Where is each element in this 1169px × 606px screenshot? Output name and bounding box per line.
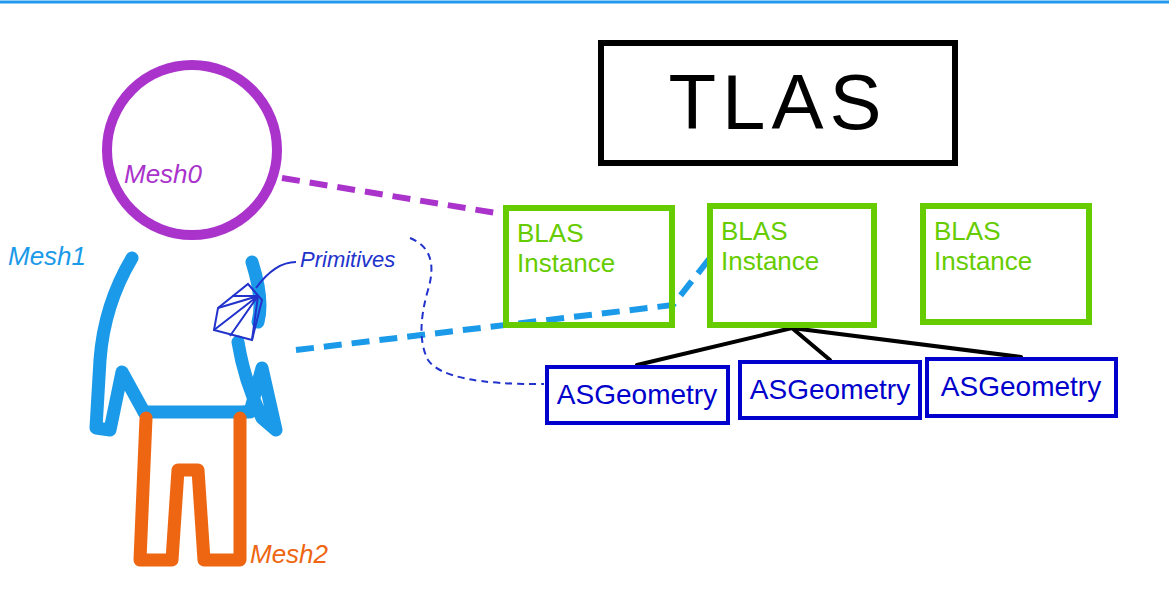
mesh1-body [96,258,276,430]
node-text: BLAS Instance [934,217,1078,277]
node-text: ASGeometry [750,374,910,406]
node-text: BLAS Instance [721,217,863,277]
mesh-label: Mesh1 [8,242,86,271]
mesh2-legs [140,418,240,560]
primitives-leader [256,262,296,288]
as-geometry-box: ASGeometry [738,360,922,420]
primitives-fan [214,284,262,340]
mesh0-mapping [282,178,502,214]
top-rule [0,1,1169,4]
mesh-label: Mesh0 [124,160,202,189]
mesh-label: Mesh2 [250,540,328,569]
tree-connector [792,328,1021,357]
blas-instance-box: BLAS Instance [503,205,675,328]
mesh0-head [107,65,277,235]
as-geometry-box: ASGeometry [545,365,730,425]
node-text: BLAS Instance [517,219,661,279]
blas-instance-box: BLAS Instance [920,203,1092,325]
tlas-box: TLAS [598,40,958,166]
as-geometry-box: ASGeometry [925,357,1118,418]
node-text: ASGeometry [557,379,717,411]
blas-instance-box: BLAS Instance [707,203,877,328]
node-text: TLAS [668,58,887,148]
primitives-label: Primitives [300,248,395,272]
node-text: ASGeometry [941,371,1101,403]
